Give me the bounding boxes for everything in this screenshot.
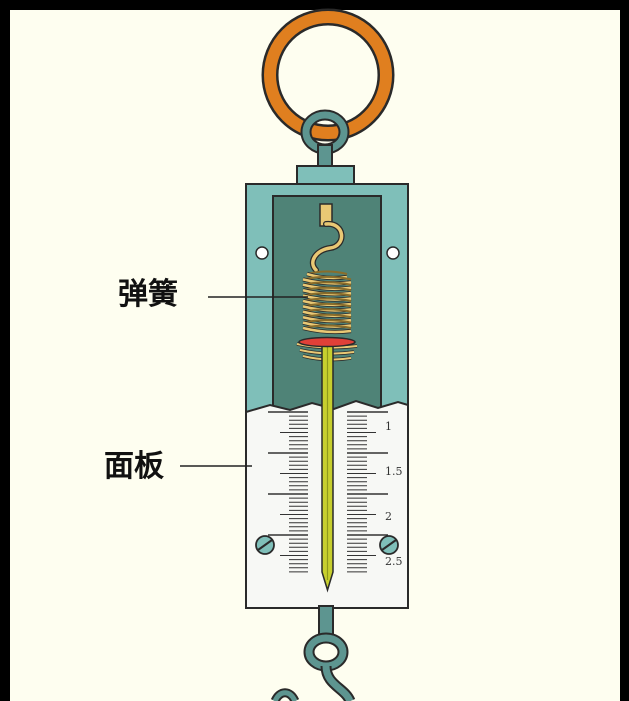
spring-hanger: [309, 203, 345, 273]
screw-icon: [255, 535, 275, 555]
scale-number: 1: [385, 420, 392, 433]
screw-icon: [255, 246, 269, 260]
scale-number: 2.5: [385, 555, 403, 568]
scale-ticks-left: [268, 411, 308, 573]
screw-icon: [386, 246, 400, 260]
panel-label: 面板: [104, 449, 164, 484]
hanging-ring: [261, 8, 395, 142]
scale-ticks-right: [347, 411, 388, 573]
scale-number: 2: [385, 510, 392, 523]
scale-numbers: 1 1.5 2 2.5: [385, 420, 403, 568]
top-hook: [300, 109, 350, 172]
screw-icon: [379, 535, 399, 555]
scale-number: 1.5: [385, 465, 403, 478]
pointer-rod: [321, 341, 334, 593]
spring-label: 弹簧: [118, 277, 178, 312]
red-disc: [298, 336, 356, 348]
bottom-hook: [270, 605, 356, 701]
spring-coil: [296, 270, 358, 362]
